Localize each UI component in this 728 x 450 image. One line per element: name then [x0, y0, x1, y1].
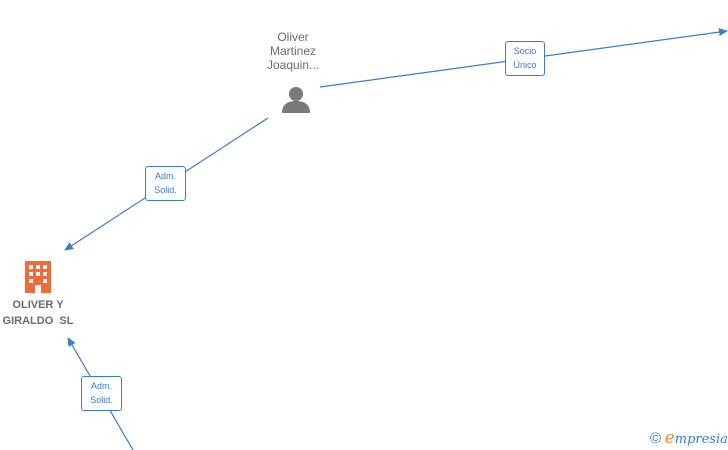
empresia-watermark: © empresia — [650, 430, 728, 448]
person-name-line-1: Oliver — [277, 30, 309, 44]
edge-label-line-1: Adm. — [154, 171, 176, 181]
person-name-line-3: Joaquin... — [266, 58, 320, 72]
brand-initial: e — [664, 428, 675, 448]
copyright-icon: © — [650, 430, 662, 447]
company-name-label[interactable]: OLIVER Y GIRALDO SL — [0, 297, 88, 329]
person-name-label[interactable]: Oliver Martinez Joaquin... — [243, 30, 343, 72]
edge-label-socio-unico[interactable]: Socio Único — [505, 41, 545, 76]
edge-label-adm-solid-upper[interactable]: Adm. Solid. — [145, 166, 186, 201]
edge-label-line-2: Solid. — [90, 395, 113, 405]
edge-label-line-1: Adm. — [90, 381, 112, 391]
edge-label-line-2: Único — [513, 60, 537, 70]
building-icon[interactable] — [25, 261, 51, 293]
brand-name: mpresia — [674, 432, 728, 447]
edge-label-adm-solid-lower[interactable]: Adm. Solid. — [81, 376, 122, 411]
person-name-line-2: Martinez — [269, 44, 316, 58]
edge-label-line-1: Socio — [513, 46, 537, 56]
company-name-line-1: OLIVER Y — [12, 299, 64, 311]
person-icon[interactable] — [282, 87, 310, 113]
company-name-line-2: GIRALDO SL — [2, 315, 74, 327]
edge-label-line-2: Solid. — [154, 185, 177, 195]
